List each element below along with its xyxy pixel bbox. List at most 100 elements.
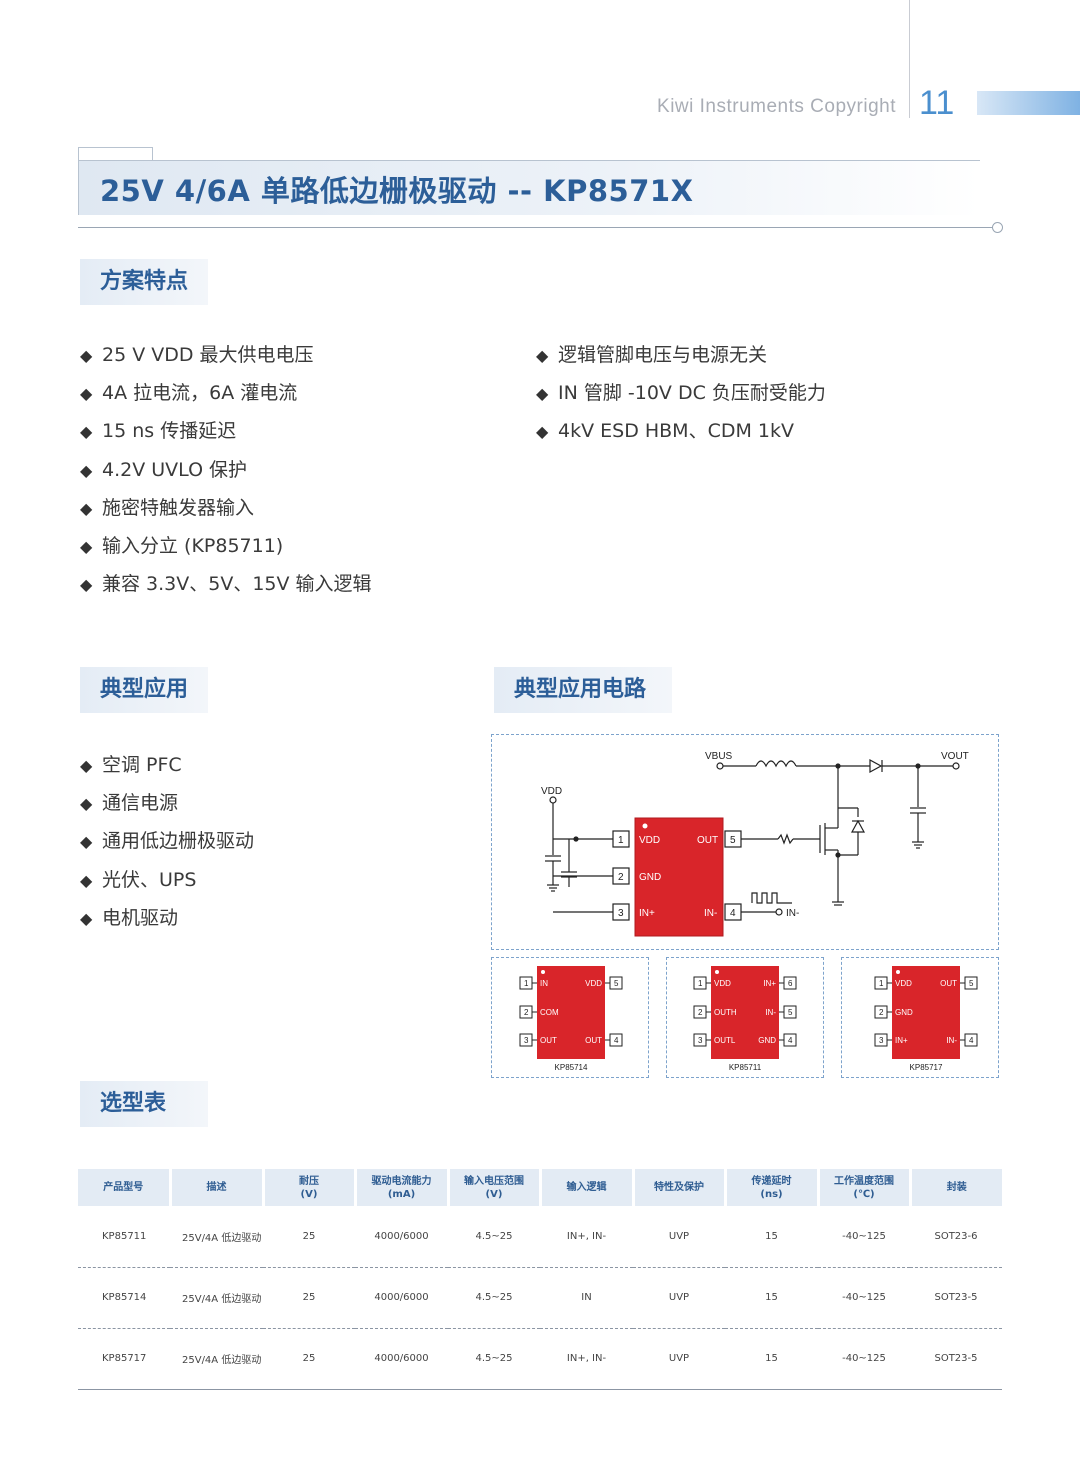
diamond-bullet-icon: ◆ [80, 832, 93, 852]
vbus-label: VBUS [705, 751, 733, 762]
list-item: ◆施密特触发器输入 [80, 495, 372, 533]
table-cell: SOT23-5 [910, 1267, 1002, 1329]
list-item-text: 4.2V UVLO 保护 [102, 458, 248, 481]
table-cell: IN+, IN- [540, 1328, 633, 1390]
pin1-marker-icon [896, 970, 900, 974]
svg-text:4: 4 [730, 908, 736, 919]
pin-label: COM [540, 1008, 559, 1017]
list-item: ◆ 4kV ESD HBM、CDM 1kV [536, 418, 826, 456]
diamond-bullet-icon: ◆ [80, 460, 93, 480]
header-label: 输入电压范围 [464, 1175, 524, 1187]
list-item-text: 输入分立 (KP85711) [102, 534, 284, 557]
package-chip-body [711, 966, 779, 1059]
pin-label: OUT [940, 979, 957, 988]
applications-list: ◆空调 PFC◆通信电源◆通用低边栅极驱动◆光伏、UPS◆电机驱动 [80, 752, 254, 943]
table-cell: KP85711 [78, 1206, 170, 1268]
diamond-bullet-icon: ◆ [80, 756, 93, 775]
applications-heading: 典型应用 [80, 667, 208, 713]
diamond-bullet-icon: ◆ [80, 908, 93, 928]
table-cell: 25 [263, 1328, 355, 1390]
svg-text:5: 5 [730, 835, 736, 846]
list-item: ◆ 逻辑管脚电压与电源无关 [536, 342, 826, 380]
diamond-bullet-icon: ◆ [536, 384, 549, 404]
list-item: ◆通用低边栅极驱动 [80, 828, 254, 866]
table-cell: UVP [633, 1328, 725, 1390]
diamond-bullet-icon: ◆ [536, 422, 549, 442]
driver-chip-body [634, 817, 724, 937]
pin1-marker-icon [715, 970, 719, 974]
list-item: ◆4A 拉电流，6A 灌电流 [80, 380, 372, 418]
table-cell: 15 [725, 1206, 818, 1268]
pin-number: 4 [969, 1036, 974, 1045]
table-header-cell: 输入逻辑 [540, 1169, 635, 1206]
package-name: KP85717 [910, 1063, 943, 1072]
pin-number: 2 [698, 1008, 703, 1017]
table-header-cell: 传递延时(ns) [725, 1169, 820, 1206]
selection-heading-text: 选型表 [100, 1091, 167, 1116]
table-header-cell: 描述 [170, 1169, 265, 1206]
copyright-text: Kiwi Instruments Copyright [657, 96, 896, 117]
list-item-text: 逻辑管脚电压与电源无关 [558, 344, 768, 366]
table-cell: 4000/6000 [355, 1206, 448, 1268]
table-cell: 25 [263, 1206, 355, 1268]
table-cell: IN+, IN- [540, 1206, 633, 1268]
pin-label: IN+ [895, 1036, 908, 1045]
table-cell: SOT23-6 [910, 1206, 1002, 1268]
page-number: 11 [919, 84, 955, 122]
in-minus-label: IN- [786, 908, 799, 919]
circuit-heading-text: 典型应用电路 [514, 677, 647, 702]
table-cell: 25V/4A 低边驱动 [170, 1328, 263, 1390]
circuit-schematic: 1 2 3 5 4 VBUS VOUT VDD IN- VDD GND IN+ … [541, 751, 969, 937]
list-item: ◆兼容 3.3V、5V、15V 输入逻辑 [80, 571, 372, 609]
table-header-cell: 特性及保护 [633, 1169, 727, 1206]
header-label: 工作温度范围 [834, 1175, 894, 1187]
chip-pin-out: OUT [697, 835, 718, 846]
pin-number: 6 [788, 979, 793, 988]
table-header-cell: 工作温度范围(℃) [818, 1169, 912, 1206]
header-unit: (mA) [387, 1188, 416, 1200]
header-label: 产品型号 [103, 1182, 144, 1193]
title-banner [78, 160, 980, 215]
header-unit: (V) [485, 1188, 503, 1200]
table-cell: 4.5~25 [448, 1206, 540, 1268]
chip-pin-vdd: VDD [639, 835, 660, 846]
chip-pin-in-plus: IN+ [639, 908, 655, 919]
table-cell: -40~125 [818, 1328, 910, 1390]
page-accent-bar [977, 91, 1080, 115]
list-item-text: IN 管脚 -10V DC 负压耐受能力 [558, 382, 826, 405]
features-list-left: ◆25 V VDD 最大供电电压◆4A 拉电流，6A 灌电流◆15 ns 传播延… [80, 342, 372, 609]
pin-number: 1 [524, 979, 529, 988]
list-item: ◆光伏、UPS [80, 867, 254, 905]
list-item: ◆ 4.2V UVLO 保护 [80, 457, 372, 495]
pin-label: OUT [585, 1036, 602, 1045]
diamond-bullet-icon: ◆ [80, 384, 93, 404]
table-cell: 25V/4A 低边驱动 [170, 1267, 263, 1329]
title-line-end-dot [992, 222, 1003, 233]
table-header-cell: 封装 [910, 1169, 1002, 1206]
applications-heading-text: 典型应用 [100, 677, 189, 702]
table-cell: KP85714 [78, 1267, 170, 1329]
table-cell: UVP [633, 1267, 725, 1329]
table-cell: 15 [725, 1267, 818, 1329]
pin-number: 4 [788, 1036, 793, 1045]
table-cell: 25V/4A 低边驱动 [170, 1206, 263, 1268]
list-item-text: 施密特触发器输入 [102, 496, 255, 519]
diamond-bullet-icon: ◆ [536, 346, 549, 365]
pin-number: 2 [524, 1008, 529, 1017]
header-label: 驱动电流能力 [371, 1175, 432, 1187]
selection-heading: 选型表 [80, 1081, 208, 1127]
package-name: KP85711 [729, 1063, 762, 1072]
list-item: ◆ IN 管脚 -10V DC 负压耐受能力 [536, 380, 826, 418]
table-header-cell: 输入电压范围(V) [448, 1169, 542, 1206]
header-label: 输入逻辑 [566, 1182, 607, 1193]
pin-label: VDD [714, 979, 731, 988]
list-item-text: 4kV ESD HBM、CDM 1kV [558, 420, 794, 443]
pin-label: GND [895, 1008, 913, 1017]
svg-text:3: 3 [618, 908, 624, 919]
list-item: ◆空调 PFC [80, 752, 254, 790]
features-heading: 方案特点 [80, 259, 208, 305]
table-header-row: 产品型号描述耐压(V)驱动电流能力(mA)输入电压范围(V)输入逻辑特性及保护传… [78, 1169, 1002, 1206]
page-title: 25V 4/6A 单路低边栅极驱动 -- KP8571X [100, 174, 694, 208]
